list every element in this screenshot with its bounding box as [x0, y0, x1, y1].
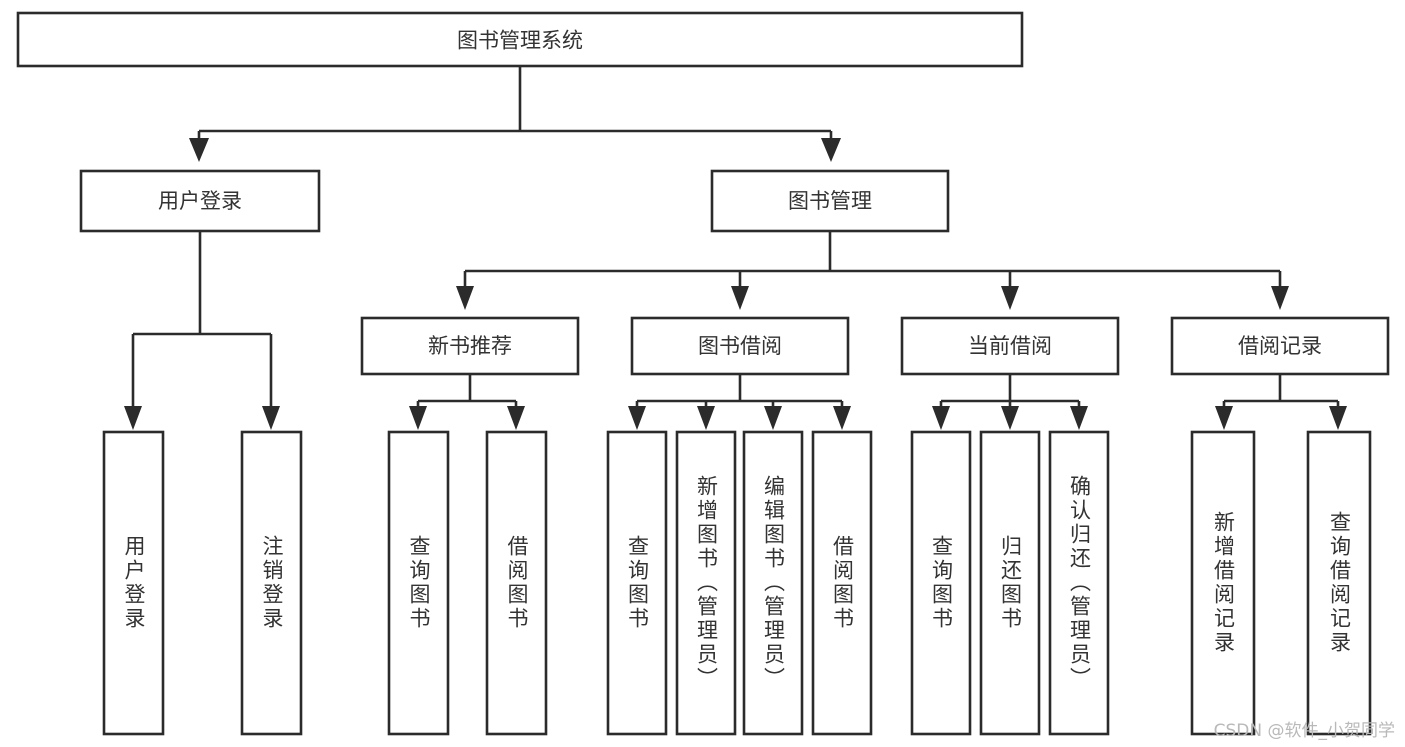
arrow-down-icon-bookmanage-4 — [1271, 286, 1289, 310]
arrow-down-icon-currentborrow-2 — [1001, 406, 1019, 430]
node-leaf-add-book-box[interactable] — [675, 430, 737, 736]
arrow-down-icon-bookmanage-3 — [1001, 286, 1019, 310]
node-book-manage-label: 图书管理 — [788, 189, 872, 213]
arrow-down-icon-bookmanage-1 — [456, 286, 474, 310]
node-book-manage-box — [710, 169, 950, 233]
arrow-down-icon-userlogin-1 — [124, 406, 142, 430]
arrow-down-icon-root-right — [821, 138, 841, 162]
node-leaf-edit-book-box[interactable] — [742, 430, 804, 736]
node-root-system-box — [16, 11, 1024, 68]
node-leaf-add-record-box[interactable] — [1190, 430, 1256, 736]
node-root-system-label: 图书管理系统 — [457, 29, 583, 53]
node-leaf-newbook-query-box[interactable] — [387, 430, 450, 736]
node-root-system[interactable]: 图书管理系统 — [16, 11, 1024, 68]
node-current-borrow[interactable]: 当前借阅 — [900, 316, 1120, 376]
arrow-down-icon-bookborrow-2 — [697, 406, 715, 430]
arrow-down-icon-root-left — [189, 138, 209, 162]
arrow-down-icon-bookborrow-3 — [764, 406, 782, 430]
node-borrow-record-box — [1170, 316, 1390, 376]
node-current-borrow-box — [900, 316, 1120, 376]
node-leaf-borrow-book-box[interactable] — [811, 430, 873, 736]
node-leaf-confirm-return-box[interactable] — [1048, 430, 1110, 736]
node-leaf-query-record-box[interactable] — [1306, 430, 1372, 736]
node-user-login[interactable]: 用户登录 — [79, 169, 321, 233]
node-leaf-user-login-box[interactable] — [102, 430, 165, 736]
arrow-down-icon-borrowrecord-1 — [1215, 406, 1233, 430]
node-leaf-newbook-borrow-box[interactable] — [485, 430, 548, 736]
arrow-down-icon-newbook-1 — [409, 406, 427, 430]
arrow-down-icon-currentborrow-1 — [932, 406, 950, 430]
node-user-login-label: 用户登录 — [158, 189, 242, 213]
node-book-borrow-box — [630, 316, 850, 376]
arrow-down-icon-userlogin-2 — [262, 406, 280, 430]
node-leaf-current-query-box[interactable] — [910, 430, 972, 736]
node-new-book-recommend[interactable]: 新书推荐 — [360, 316, 580, 376]
node-new-book-recommend-box — [360, 316, 580, 376]
node-borrow-record-label: 借阅记录 — [1238, 334, 1322, 358]
arrow-down-icon-bookborrow-4 — [833, 406, 851, 430]
arrow-down-icon-currentborrow-3 — [1070, 406, 1088, 430]
arrow-down-icon-bookmanage-2 — [731, 286, 749, 310]
csdn-watermark: CSDN @软件_小贺同学 — [1213, 721, 1395, 741]
node-leaf-borrow-query-box[interactable] — [606, 430, 668, 736]
node-borrow-record[interactable]: 借阅记录 — [1170, 316, 1390, 376]
node-book-manage[interactable]: 图书管理 — [710, 169, 950, 233]
arrow-down-icon-borrowrecord-2 — [1329, 406, 1347, 430]
arrow-down-icon-newbook-2 — [507, 406, 525, 430]
node-book-borrow-label: 图书借阅 — [698, 334, 782, 358]
node-leaf-logout-box[interactable] — [240, 430, 303, 736]
arrow-down-icon-bookborrow-1 — [628, 406, 646, 430]
node-leaf-return-book-box[interactable] — [979, 430, 1041, 736]
node-book-borrow[interactable]: 图书借阅 — [630, 316, 850, 376]
node-new-book-recommend-label: 新书推荐 — [428, 334, 512, 358]
node-current-borrow-label: 当前借阅 — [968, 334, 1052, 358]
